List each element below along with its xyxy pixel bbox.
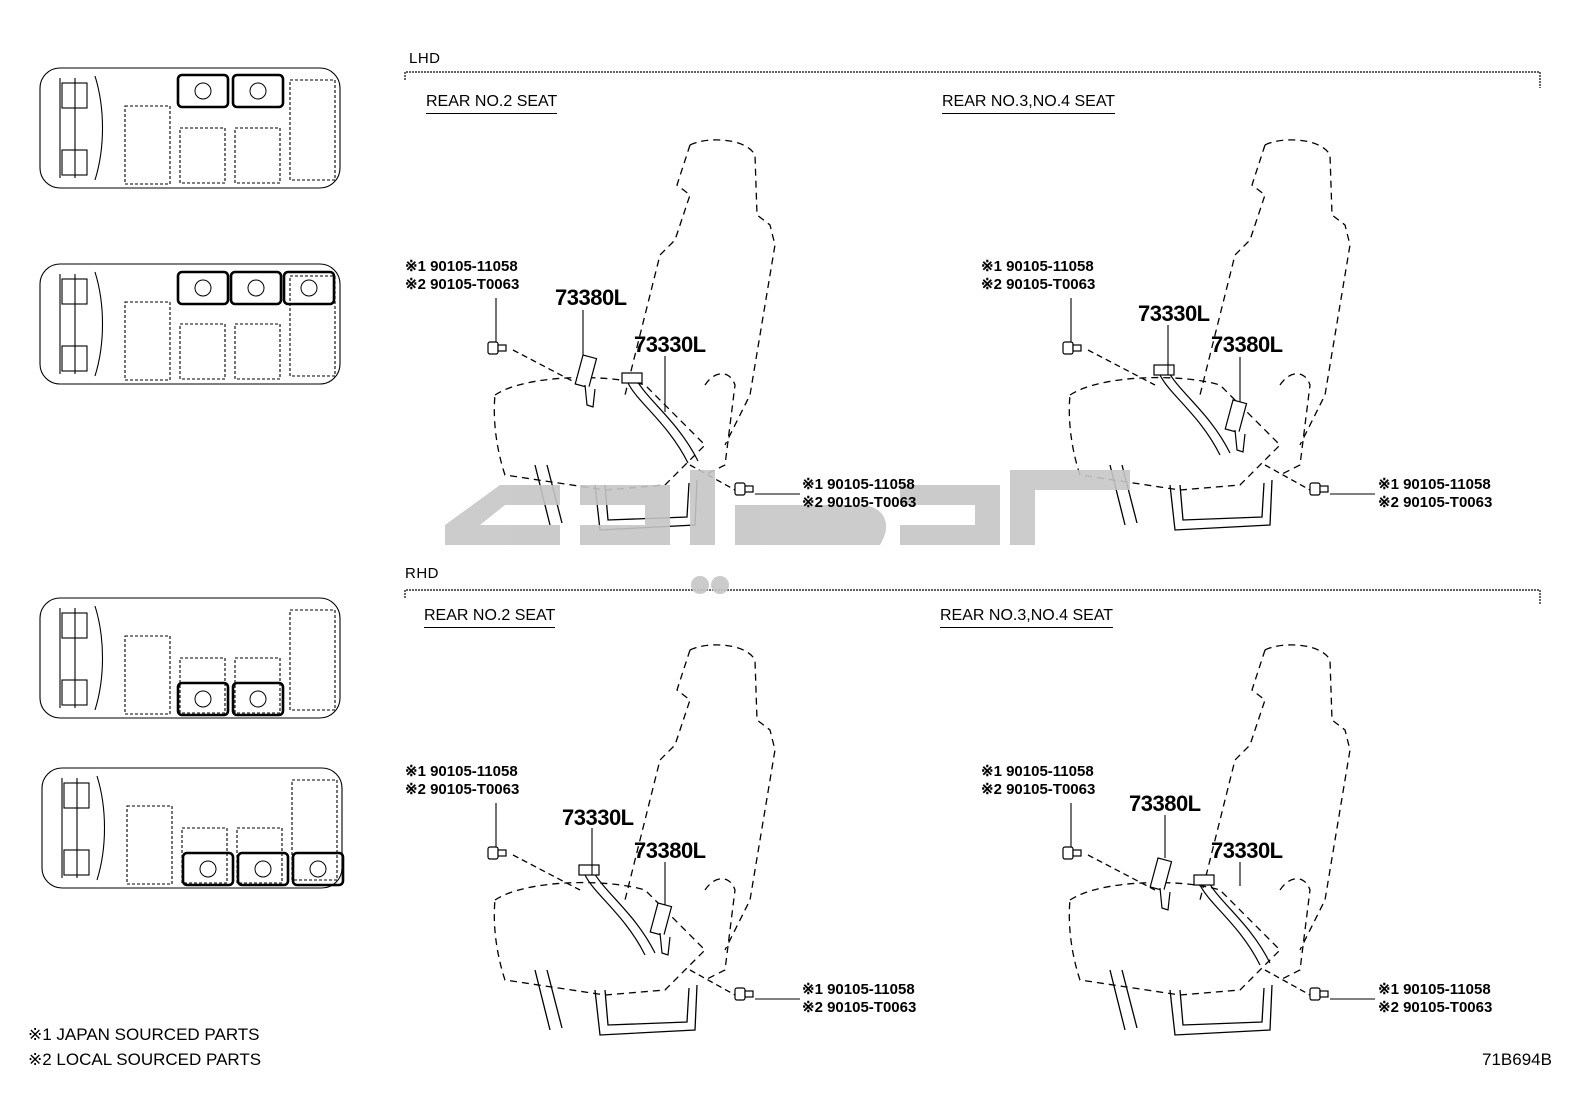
footnote-japan: ※1 JAPAN SOURCED PARTS bbox=[28, 1025, 260, 1044]
title-rhd-rear2: REAR NO.2 SEAT bbox=[424, 607, 556, 628]
part-number-73330l: 73330L bbox=[1138, 301, 1210, 326]
buckle-belt-icon bbox=[1224, 399, 1248, 453]
seat-rhd-rear34 bbox=[1068, 644, 1351, 1036]
bolt-part-label: ※1 90105-11058※2 90105-T0063 bbox=[981, 763, 1096, 798]
part-number-73380l: 73380L bbox=[1211, 332, 1283, 357]
bolt-part-label: ※1 90105-11058※2 90105-T0063 bbox=[802, 981, 917, 1016]
bolt-part-label: ※1 90105-11058※2 90105-T0063 bbox=[802, 476, 917, 511]
title-rhd-rear34: REAR NO.3,NO.4 SEAT bbox=[940, 607, 1114, 628]
section-label-lhd: LHD bbox=[409, 50, 441, 67]
bolt-icon bbox=[734, 482, 754, 496]
part-number-73330l: 73330L bbox=[562, 805, 634, 830]
bolt-icon bbox=[1309, 482, 1329, 496]
title-lhd-rear34: REAR NO.3,NO.4 SEAT bbox=[942, 93, 1116, 114]
vehicle-layout-1 bbox=[39, 67, 341, 189]
vehicle-layout-3 bbox=[39, 597, 341, 719]
part-number-73330l: 73330L bbox=[634, 332, 706, 357]
latch-belt-icon bbox=[1193, 874, 1271, 966]
bolt-part-label: ※1 90105-11058※2 90105-T0063 bbox=[1378, 476, 1493, 511]
latch-belt-icon bbox=[621, 372, 699, 464]
footnote-local: ※2 LOCAL SOURCED PARTS bbox=[28, 1050, 262, 1069]
part-number-73330l: 73330L bbox=[1211, 838, 1283, 863]
title-lhd-rear2: REAR NO.2 SEAT bbox=[426, 93, 558, 114]
bolt-icon bbox=[1062, 341, 1082, 355]
latch-belt-icon bbox=[578, 864, 656, 956]
diagram-code: 71B694B bbox=[1482, 1050, 1552, 1069]
bolt-icon bbox=[1309, 987, 1329, 1001]
part-number-73380l: 73380L bbox=[555, 285, 627, 310]
section-label-rhd: RHD bbox=[405, 565, 439, 582]
bolt-icon bbox=[487, 846, 507, 860]
bolt-icon bbox=[1062, 846, 1082, 860]
part-number-73380l: 73380L bbox=[634, 838, 706, 863]
bolt-part-label: ※1 90105-11058※2 90105-T0063 bbox=[1378, 981, 1493, 1016]
buckle-belt-icon bbox=[649, 902, 673, 956]
bolt-part-label: ※1 90105-11058※2 90105-T0063 bbox=[405, 763, 520, 798]
part-number-73380l: 73380L bbox=[1129, 791, 1201, 816]
bolt-part-label: ※1 90105-11058※2 90105-T0063 bbox=[405, 258, 520, 293]
vehicle-layout-4 bbox=[41, 767, 343, 889]
bolt-icon bbox=[734, 987, 754, 1001]
bolt-part-label: ※1 90105-11058※2 90105-T0063 bbox=[981, 258, 1096, 293]
watermark-logo bbox=[445, 470, 1130, 594]
latch-belt-icon bbox=[1153, 364, 1231, 456]
buckle-belt-icon bbox=[1149, 857, 1173, 911]
vehicle-layout-2 bbox=[39, 263, 341, 385]
buckle-belt-icon bbox=[574, 354, 598, 408]
bolt-icon bbox=[487, 341, 507, 355]
